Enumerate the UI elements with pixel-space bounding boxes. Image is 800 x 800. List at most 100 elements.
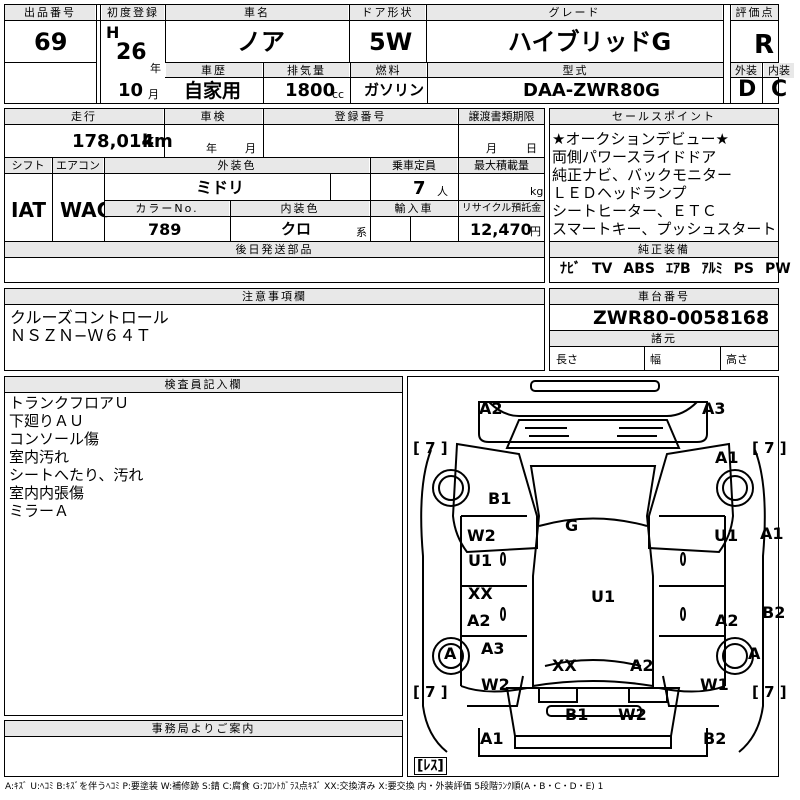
tire-depth-rear-right: [ 7 ] (752, 683, 787, 701)
damage-mark: A3 (702, 399, 726, 418)
notes-line: ＮＳＺＮ−Ｗ６４Ｔ (10, 326, 152, 345)
tire-depth-front-left: [ 7 ] (413, 439, 448, 457)
recycle-label: リサイクル預託金 (459, 201, 544, 216)
damage-mark: XX (552, 656, 577, 675)
chassis-number: ZWR80-0058168 (593, 307, 770, 329)
equipment-list: ﾅﾋﾞ TV ABS ｴｱB ｱﾙﾐ PS PW (560, 262, 791, 276)
first-reg-year: 26 (116, 40, 147, 65)
sales-points-label: セールスポイント (550, 109, 778, 124)
capacity: 7 (413, 178, 426, 199)
color-no: 789 (148, 220, 182, 239)
length-label: 長さ (556, 353, 578, 366)
chassis-label: 車台番号 (550, 289, 778, 304)
damage-mark: A3 (481, 639, 505, 658)
mileage: 178,014 (72, 131, 154, 152)
sales-point-item: 両側パワースライドドア (552, 148, 717, 166)
max-load-label: 最大積載量 (459, 158, 544, 173)
damage-mark: W1 (700, 675, 729, 694)
lot-number: 69 (34, 28, 68, 56)
tire-depth-front-right: [ 7 ] (752, 439, 787, 457)
sales-point-item: 純正ナビ、バックモニター (552, 166, 733, 184)
month-unit: 月 (148, 88, 159, 101)
first-reg-month: 10 (118, 80, 144, 101)
interior-label: 内装 (764, 63, 794, 78)
damage-mark: A2 (467, 611, 491, 630)
car-outline-diagram (420, 380, 766, 757)
recycle-unit: 円 (530, 225, 541, 238)
notes-label: 注意事項欄 (5, 289, 544, 304)
inspector-line: トランクフロアＵ (9, 394, 130, 412)
int-color-label: 内装色 (231, 201, 369, 216)
damage-mark: A1 (760, 524, 784, 543)
damage-mark: A2 (630, 656, 654, 675)
damage-mark: A1 (715, 448, 739, 467)
damage-mark: U1 (591, 587, 616, 606)
damage-mark: A (748, 644, 761, 663)
door-type: 5W (369, 28, 413, 56)
inspector-line: 室内汚れ (9, 448, 70, 466)
inspector-line: ミラーＡ (9, 502, 70, 520)
damage-mark: B2 (762, 603, 786, 622)
inspector-line: コンソール傷 (9, 430, 100, 448)
damage-mark: B2 (703, 729, 727, 748)
model: DAA-ZWR80G (523, 80, 660, 101)
damage-mark: A1 (480, 729, 504, 748)
inspection-label: 車検 (165, 109, 262, 124)
damage-mark: A2 (715, 611, 739, 630)
notes-line: クルーズコントロール (10, 308, 169, 327)
equipment-item: ﾅﾋﾞ (560, 261, 581, 277)
inspector-line: シートへたり、汚れ (9, 466, 144, 484)
legend: A:ｷｽﾞ U:ﾍｺﾐ B:ｷｽﾞを伴うﾍｺﾐ P:要塗装 W:補修跡 S:錆 … (5, 782, 604, 792)
ext-color: ミドリ (196, 178, 245, 197)
score-label: 評価点 (732, 5, 778, 20)
color-no-label: カラーNo. (105, 201, 229, 216)
spare-tire: [ﾚｽ] (414, 757, 447, 775)
mileage-label: 走行 (5, 109, 163, 124)
lot-number-label: 出品番号 (5, 5, 95, 20)
history: 自家用 (184, 80, 242, 102)
era: H (106, 23, 120, 42)
damage-mark: G (565, 516, 579, 535)
score: R (754, 30, 775, 60)
import-label: 輸入車 (371, 201, 457, 216)
displacement-unit: cc (332, 88, 345, 101)
inspector-line: 室内内張傷 (9, 484, 85, 502)
shift: IAT (11, 198, 47, 222)
fuel-label: 燃料 (351, 63, 426, 78)
equipment-item: ｱﾙﾐ (701, 261, 723, 277)
ac: WAC (60, 198, 112, 222)
car-name-label: 車名 (166, 5, 348, 20)
model-label: 型式 (428, 63, 723, 78)
transfer-day-unit: 日 (526, 142, 537, 155)
sales-point-item: ＬＥＤヘッドランプ (552, 184, 687, 202)
damage-mark: U1 (468, 551, 493, 570)
damage-mark: U1 (714, 526, 739, 545)
damage-mark: W2 (481, 675, 510, 694)
width-label: 幅 (650, 353, 661, 366)
interior-score: C (771, 77, 788, 102)
year-unit: 年 (150, 62, 161, 75)
car-name: ノア (237, 28, 285, 56)
height-label: 高さ (726, 353, 748, 366)
recycle-amount: 12,470 (470, 220, 532, 239)
mileage-unit: km (142, 131, 173, 152)
equipment-item: ABS (623, 261, 655, 277)
equipment-item: PS (733, 261, 754, 277)
ac-label: エアコン (53, 158, 103, 173)
damage-mark: A2 (479, 399, 503, 418)
sales-point-item: スマートキー、プッシュスタート (552, 220, 777, 238)
shift-label: シフト (5, 158, 51, 173)
inspector-label: 検査員記入欄 (5, 377, 402, 392)
dims-label: 諸元 (550, 331, 778, 346)
damage-mark: XX (468, 584, 493, 603)
equipment-item: ｴｱB (665, 261, 691, 277)
sales-point-item: ★オークションデビュー★ (552, 130, 729, 148)
grade: ハイブリッドG (508, 28, 672, 56)
damage-mark: B1 (565, 705, 589, 724)
sales-point-item: シートヒーター、ＥＴＣ (552, 202, 717, 220)
transfer-month-unit: 月 (486, 142, 497, 155)
equipment-item: PW (765, 261, 791, 277)
grade-label: グレード (427, 5, 722, 20)
tire-depth-rear-left: [ 7 ] (413, 683, 448, 701)
capacity-label: 乗車定員 (371, 158, 457, 173)
